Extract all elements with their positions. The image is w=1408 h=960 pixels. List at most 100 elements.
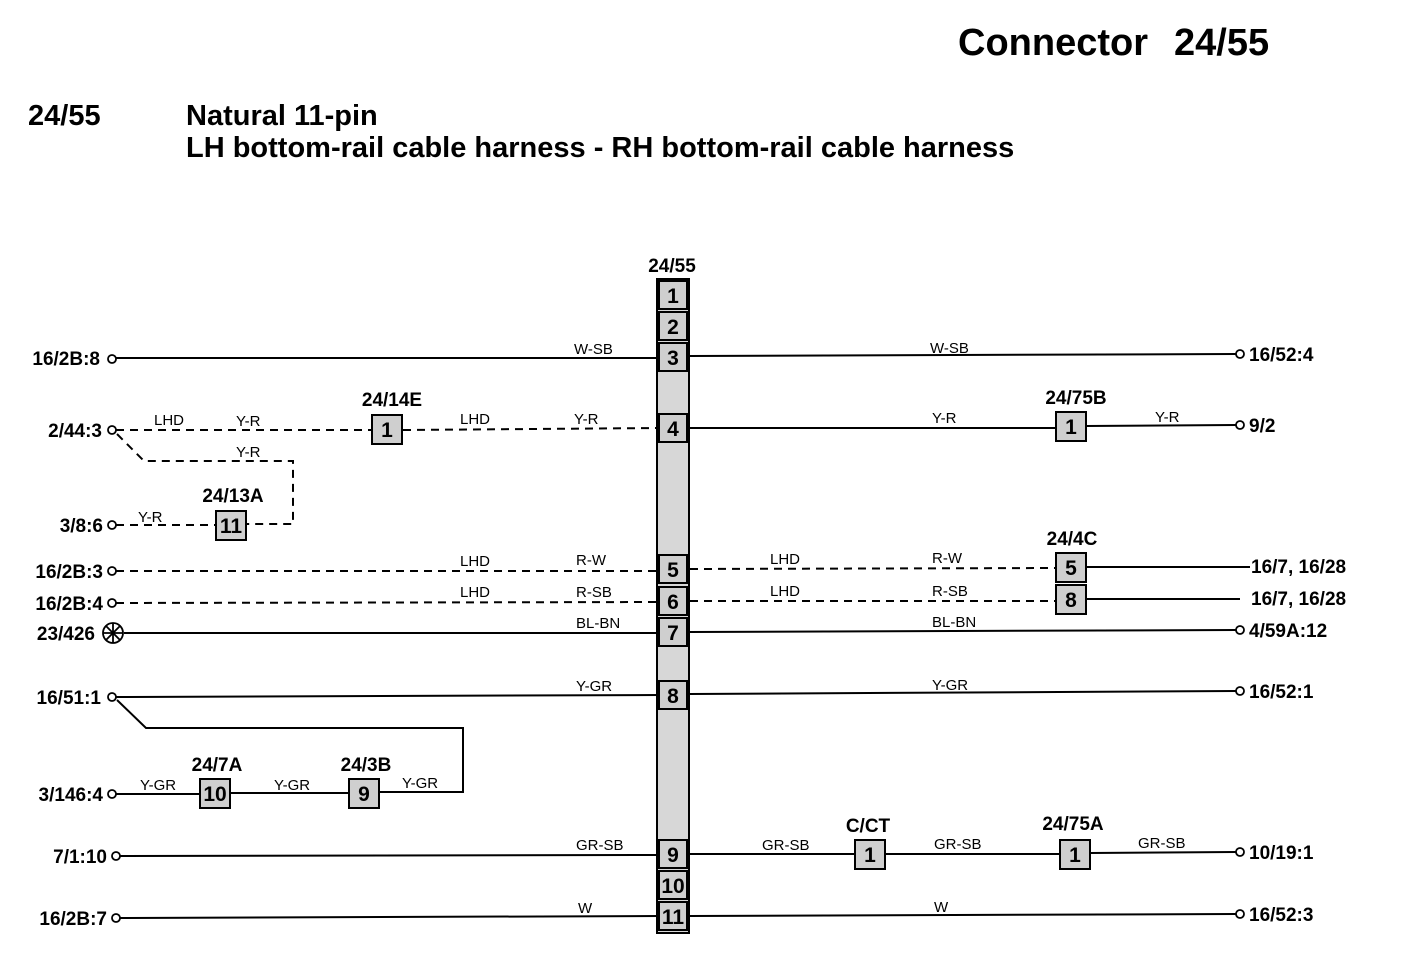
connector-24-75a: 24/75A 1 xyxy=(1042,814,1104,870)
wire-label: Y-R xyxy=(236,444,261,461)
connector-code: 24/55 xyxy=(28,100,101,132)
terminal-16-2b-7: 16/2B:7 xyxy=(39,909,107,930)
wire-pin3-right xyxy=(689,353,1237,357)
connector-24-4c-pin-a: 5 xyxy=(1065,557,1077,580)
connector-pin-number: 5 xyxy=(667,559,679,582)
terminal-2-44-3: 2/44:3 xyxy=(48,421,102,442)
wire-label: Y-GR xyxy=(140,777,176,794)
ground-symbol-icon xyxy=(102,622,124,644)
title-label: Connector xyxy=(958,22,1148,64)
page-title: Connector 24/55 xyxy=(958,22,1269,65)
title-number: 24/55 xyxy=(1174,22,1270,64)
connector-pin-number: 6 xyxy=(667,591,679,614)
wire-label: Y-GR xyxy=(274,777,310,794)
wire-label: Y-R xyxy=(138,509,163,526)
terminal-16-52-4: 16/52:4 xyxy=(1249,345,1314,366)
wire-label: W-SB xyxy=(930,340,969,357)
connector-24-4c-pin-b-box xyxy=(1055,584,1087,615)
wire-label: W xyxy=(578,900,593,917)
connector-24-75a-pin: 1 xyxy=(1069,844,1081,867)
connector-pin-box xyxy=(658,280,688,310)
terminal-7-1-10: 7/1:10 xyxy=(53,847,107,868)
connector-24-13a-name: 24/13A xyxy=(202,486,264,507)
connector-24-7a: 24/7A 10 xyxy=(192,755,243,809)
wire-label: GR-SB xyxy=(1138,835,1186,852)
wire-label: LHD xyxy=(460,411,490,428)
wire-label: LHD xyxy=(770,583,800,600)
connector-pin-number: 3 xyxy=(667,347,679,370)
terminal-16-2b-4: 16/2B:4 xyxy=(35,594,103,615)
wire-pin6-left xyxy=(115,601,661,604)
wire-pin8-right xyxy=(689,690,1237,695)
wire-pin4-left-b xyxy=(402,427,661,431)
terminal-circle-3-8-6 xyxy=(107,520,117,530)
connector-24-3b-name: 24/3B xyxy=(341,755,392,776)
connector-pin-box xyxy=(658,839,688,869)
connector-24-3b-pin: 9 xyxy=(358,783,370,806)
connector-24-75b-pin: 1 xyxy=(1065,416,1077,439)
connector-24-14e-pin-box xyxy=(371,414,403,445)
wire-pin9-left xyxy=(119,854,661,857)
connector-pin-box xyxy=(658,554,688,584)
connector-pin-number: 10 xyxy=(661,875,684,898)
wire-label: R-W xyxy=(932,550,963,567)
terminal-circle-10-19-1 xyxy=(1235,847,1245,857)
terminal-23-426: 23/426 xyxy=(37,624,95,645)
terminal-circle-16-2b-7 xyxy=(111,913,121,923)
description-line-1: Natural 11-pin xyxy=(186,100,378,132)
wire-label: GR-SB xyxy=(576,837,624,854)
wire-label: Y-GR xyxy=(402,775,438,792)
terminal-10-19-1: 10/19:1 xyxy=(1249,843,1314,864)
connector-24-13a-pin: 11 xyxy=(220,515,243,538)
connector-24-3b-pin-box xyxy=(348,778,380,809)
wire-pin5-right xyxy=(689,567,1057,570)
connector-pin-number: 11 xyxy=(662,906,685,929)
connector-description: Natural 11-pin LH bottom-rail cable harn… xyxy=(186,100,1014,164)
connector-pin-box xyxy=(658,342,688,372)
wire-label: W-SB xyxy=(574,341,613,358)
connector-pin-box xyxy=(658,617,688,647)
terminal-circle-9-2 xyxy=(1235,420,1245,430)
wire-label: GR-SB xyxy=(762,837,810,854)
wire-label: R-SB xyxy=(932,583,968,600)
wire-label: LHD xyxy=(154,412,184,429)
terminal-circle-4-59a-12 xyxy=(1235,625,1245,635)
wire-label: Y-R xyxy=(574,411,599,428)
connector-pin-box xyxy=(658,901,688,931)
connector-c-ct-name: C/CT xyxy=(846,816,891,837)
terminal-circle-3-146-4 xyxy=(107,789,117,799)
terminal-circle-16-52-1 xyxy=(1235,686,1245,696)
connector-pin-box xyxy=(658,586,688,616)
connector-24-75a-pin-box xyxy=(1059,839,1091,870)
terminal-circle-16-52-3 xyxy=(1235,909,1245,919)
terminal-circle-16-52-4 xyxy=(1235,349,1245,359)
wire-label: LHD xyxy=(460,584,490,601)
connector-c-ct-pin: 1 xyxy=(864,844,876,867)
connector-24-14e-name: 24/14E xyxy=(362,390,422,411)
terminal-16-51-1: 16/51:1 xyxy=(37,688,102,709)
wire-label: Y-R xyxy=(236,413,261,430)
wire-pin8-left xyxy=(115,694,661,698)
wire-pin9-right-c xyxy=(1089,851,1237,854)
connector-24-4c-pin-b: 8 xyxy=(1065,589,1077,612)
connector-24-75b-pin-box xyxy=(1055,411,1087,442)
connector-24-7a-pin-box xyxy=(199,778,231,809)
connector-c-ct: C/CT 1 xyxy=(846,816,891,870)
terminal-circle-16-51-1 xyxy=(107,692,117,702)
connector-pin-number: 4 xyxy=(667,418,679,441)
terminal-16-52-3: 16/52:3 xyxy=(1249,905,1313,926)
connector-24-14e-pin: 1 xyxy=(381,419,393,442)
connector-pin-box xyxy=(658,870,688,900)
connector-24-7a-name: 24/7A xyxy=(192,755,243,776)
terminal-3-8-6: 3/8:6 xyxy=(60,516,103,537)
connector-pin-box xyxy=(658,311,688,341)
connector-24-7a-pin: 10 xyxy=(203,783,226,806)
wire-pin4-right-b xyxy=(1085,424,1237,427)
wire-16-51-branch xyxy=(116,699,464,793)
connector-24-14e: 24/14E 1 xyxy=(362,390,422,445)
connector-24-3b: 24/3B 9 xyxy=(341,755,392,809)
connector-24-75b-name: 24/75B xyxy=(1045,388,1106,409)
connector-pin-box xyxy=(658,680,688,710)
